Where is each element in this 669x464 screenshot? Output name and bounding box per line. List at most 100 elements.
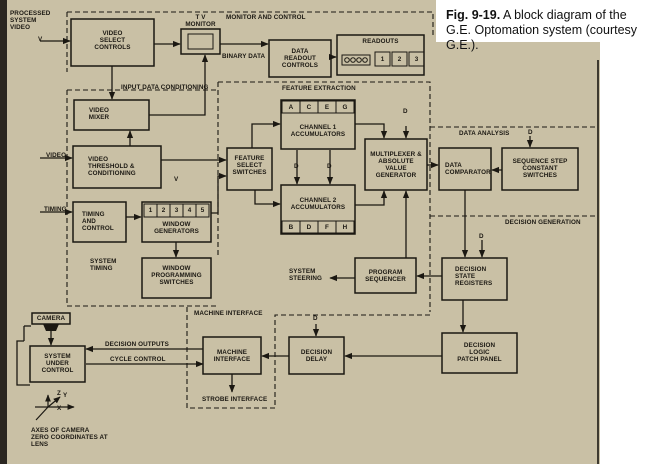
decision-outputs-label: DECISION OUTPUTS	[105, 341, 169, 348]
video-label: VIDEO	[46, 152, 67, 159]
region-decision-label: DECISION GENERATION	[505, 219, 581, 226]
axis-y-line	[47, 396, 61, 408]
machine-interface-label: MACHINE INTERFACE	[213, 349, 251, 363]
left-scan-edge	[0, 0, 7, 464]
cell-grids	[143, 51, 425, 234]
line-system-loop	[16, 340, 30, 386]
program-sequencer-box	[354, 257, 417, 294]
figure-caption: Fig. 9-19. A block diagram of the G.E. O…	[446, 8, 637, 53]
region-timing-label: SYSTEM TIMING	[90, 258, 117, 272]
region-feature-label: FEATURE EXTRACTION	[282, 85, 356, 92]
timing-control-label: TIMING AND CONTROL	[82, 211, 114, 232]
channel2-cell-label: H	[342, 223, 348, 231]
camera-lens-icon	[43, 324, 59, 331]
channel2-cell-label: F	[325, 223, 329, 231]
readout-lamp-icon	[350, 57, 356, 63]
d-label-mux: D	[403, 108, 408, 115]
line-window-feature	[211, 172, 227, 214]
window-programming-label: WINDOW PROGRAMMING SWITCHES	[151, 265, 202, 286]
region-borders	[66, 11, 598, 409]
readout-lamp-icon	[344, 57, 350, 63]
region-monitor	[66, 11, 434, 72]
axis-back-line	[35, 406, 49, 421]
channel2-box	[280, 184, 356, 235]
feature-select-box	[226, 147, 273, 191]
line-feature-ch2	[254, 190, 281, 208]
window-cell-label: 4	[187, 207, 192, 214]
video-threshold-box	[72, 145, 162, 189]
data-readout-label: DATA READOUT CONTROLS	[281, 48, 319, 69]
decision-logic-box	[441, 332, 518, 374]
readout-lamp-panel	[341, 54, 371, 66]
decision-state-box	[441, 257, 508, 301]
video-mixer-label: VIDEO MIXER	[88, 107, 110, 121]
system-steering-label: SYSTEM STEERING	[289, 268, 322, 282]
axes-label: AXES OF CAMERA ZERO COORDINATES AT LENS	[31, 427, 108, 448]
sequence-step-label: SEQUENCE STEP CONSTANT SWITCHES	[512, 158, 568, 179]
line-ch1-mux	[355, 123, 388, 139]
axis-y-label: Y	[63, 392, 68, 399]
readout-lamp-icon	[356, 57, 362, 63]
region-input-label: INPUT DATA CONDITIONING	[121, 84, 209, 91]
d-label-state: D	[479, 233, 484, 240]
d-label-delay: D	[313, 315, 318, 322]
region-data-analysis-label: DATA ANALYSIS	[459, 130, 510, 137]
channel1-cell-label: C	[306, 103, 312, 111]
window-cell-label: 2	[161, 207, 166, 214]
camera-axes	[35, 394, 75, 421]
video-threshold-label: VIDEO THRESHOLD & CONDITIONING	[88, 156, 136, 177]
line-feature-ch1	[251, 120, 281, 148]
signal-lines	[16, 37, 534, 393]
line-mixer-monitor	[149, 54, 209, 116]
region-feature	[217, 81, 431, 312]
region-machine	[186, 307, 431, 409]
readout-digit-label: 2	[397, 55, 402, 63]
channel1-label: CHANNEL 1 ACCUMULATORS	[290, 124, 346, 138]
camera-label: CAMERA	[36, 315, 66, 322]
multiplexer-label: MULTIPLEXER & ABSOLUTE VALUE GENERATOR	[370, 151, 422, 179]
caption-area	[436, 0, 669, 42]
readout-digit-label: 1	[380, 55, 385, 63]
window-cell-box	[195, 203, 210, 218]
readout-digit-box	[374, 51, 391, 67]
caption-text: A block diagram of the G.E. Optomation s…	[446, 8, 638, 52]
timing-control-box	[72, 201, 127, 243]
region-machine-label: MACHINE INTERFACE	[194, 310, 263, 317]
video-select-label: VIDEO SELECT CONTROLS	[94, 30, 131, 51]
window-cell-label: 5	[200, 207, 205, 214]
channel1-cell-box	[335, 100, 355, 114]
processed-video-label: PROCESSED SYSTEM VIDEO	[10, 10, 51, 31]
v-label-window: V	[174, 176, 179, 183]
decision-state-label: DECISION STATE REGISTERS	[455, 266, 493, 287]
window-generators-label: WINDOW GENERATORS	[154, 221, 199, 235]
axis-x-label: X	[57, 405, 62, 412]
readout-lamp-icon	[362, 57, 368, 63]
cycle-control-label: CYCLE CONTROL	[110, 356, 166, 363]
decision-logic-label: DECISION LOGIC PATCH PANEL	[457, 342, 502, 363]
d-label-ch2: D	[327, 163, 332, 170]
window-programming-box	[141, 257, 212, 299]
feature-select-label: FEATURE SELECT SWITCHES	[232, 155, 267, 176]
readout-digit-label: 3	[414, 55, 419, 63]
channel2-cell-label: B	[288, 223, 294, 231]
channel2-cell-label: D	[306, 223, 312, 231]
tv-monitor-box	[180, 28, 221, 55]
d-label-ch1: D	[294, 163, 299, 170]
tv-screen	[187, 33, 214, 50]
channel2-label: CHANNEL 2 ACCUMULATORS	[290, 197, 346, 211]
right-margin	[600, 42, 669, 464]
data-comparator-label: DATA COMPARATOR	[445, 162, 491, 176]
region-input	[66, 89, 218, 307]
readouts-label: READOUTS	[362, 38, 399, 45]
region-monitor-label: MONITOR AND CONTROL	[226, 14, 306, 21]
program-sequencer-label: PROGRAM SEQUENCER	[365, 269, 406, 283]
channel1-cell-label: E	[324, 103, 330, 111]
timing-label: TIMING	[44, 206, 67, 213]
axis-z-label: Z	[57, 390, 61, 397]
binary-data-label: BINARY DATA	[222, 53, 266, 60]
readout-digit-box	[408, 51, 425, 67]
channel2-cell-box	[335, 220, 355, 234]
caption-label: Fig. 9-19.	[446, 8, 501, 22]
window-cell-label: 1	[148, 207, 153, 214]
